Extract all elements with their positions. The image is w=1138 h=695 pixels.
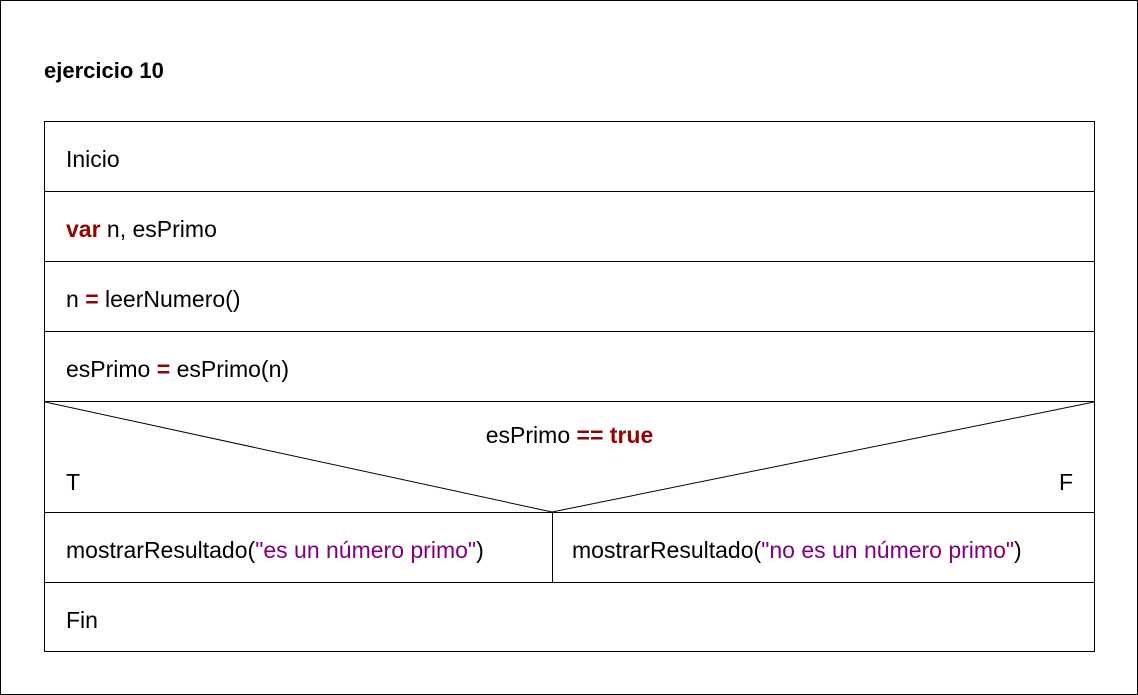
row-declare: var n, esPrimo (45, 192, 1094, 262)
true-branch: mostrarResultado("es un número primo") (45, 513, 553, 582)
diagram-title: ejercicio 10 (44, 58, 164, 83)
nassi-shneiderman-diagram: Inicio var n, esPrimo n = leerNumero() e… (44, 121, 1095, 652)
assign-prime-right: esPrimo(n) (170, 356, 290, 382)
false-string: "no es un número primo" (761, 537, 1015, 563)
false-call: mostrarResultado( (572, 537, 762, 563)
condition-expression: esPrimo == true (45, 422, 1094, 449)
condition-left: esPrimo (485, 422, 577, 448)
assign-n-statement: n = leerNumero() (66, 286, 241, 313)
row-end: Fin (45, 583, 1094, 651)
declare-statement: var n, esPrimo (66, 216, 217, 243)
condition-block: esPrimo == true T F (45, 402, 1094, 513)
assign-n-right: leerNumero() (98, 286, 241, 312)
assign-prime-statement: esPrimo = esPrimo(n) (66, 356, 289, 383)
row-start: Inicio (45, 122, 1094, 192)
diagonal-left (45, 402, 553, 512)
diagonal-right (551, 402, 1094, 512)
assign-n-left: n (66, 286, 86, 312)
false-close: ) (1014, 537, 1022, 563)
var-keyword: var (66, 216, 101, 242)
false-branch-statement: mostrarResultado("no es un número primo"… (572, 537, 1022, 564)
true-call: mostrarResultado( (66, 537, 256, 563)
condition-diagonals (45, 402, 1094, 512)
row-assign-prime: esPrimo = esPrimo(n) (45, 332, 1094, 402)
true-string: "es un número primo" (255, 537, 477, 563)
end-statement: Fin (66, 607, 98, 633)
true-branch-statement: mostrarResultado("es un número primo") (66, 537, 484, 564)
equality-operator: == (576, 422, 604, 448)
false-branch: mostrarResultado("no es un número primo"… (553, 513, 1094, 582)
assign-operator: = (85, 286, 99, 312)
true-branch-label: T (66, 469, 81, 495)
branch-row: mostrarResultado("es un número primo") m… (45, 513, 1094, 583)
false-branch-label: F (1058, 469, 1073, 495)
assign-operator: = (156, 356, 171, 382)
assign-prime-left: esPrimo (66, 356, 157, 382)
true-close: ) (476, 537, 484, 563)
start-statement: Inicio (66, 146, 120, 172)
declare-variables: n, esPrimo (100, 216, 217, 242)
row-assign-n: n = leerNumero() (45, 262, 1094, 332)
true-literal: true (609, 422, 654, 448)
